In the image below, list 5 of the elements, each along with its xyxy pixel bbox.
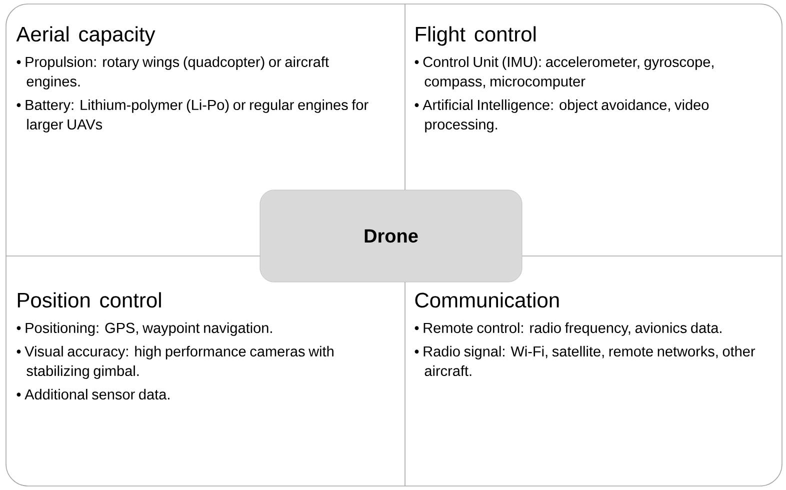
quadrant-text: Communication • Remote control: radio frequency, avionics data. • Radio signal: Wi-Fi, satellite, remote networks, other aircraft. (414, 292, 756, 376)
quadrant-text: Flight control • Control Unit (IMU): accelerometer, gyroscope, compass, microcomputer • Artificial Intelligence: object avoidance, video processing. (414, 26, 714, 132)
quadrant-text: Position control • Positioning: GPS, waypoint navigation. • Visual accuracy: high performance cameras with stabilizing gimbal. • Additional sensor data. (16, 292, 334, 400)
quadrant-text: Aerial capacity • Propulsion: rotary wings (quadcopter) or aircraft engines. • Battery: Lithium-polymer (Li-Po) or regular engines for larger UAVs (16, 26, 368, 132)
center-box: Drone (260, 190, 522, 282)
